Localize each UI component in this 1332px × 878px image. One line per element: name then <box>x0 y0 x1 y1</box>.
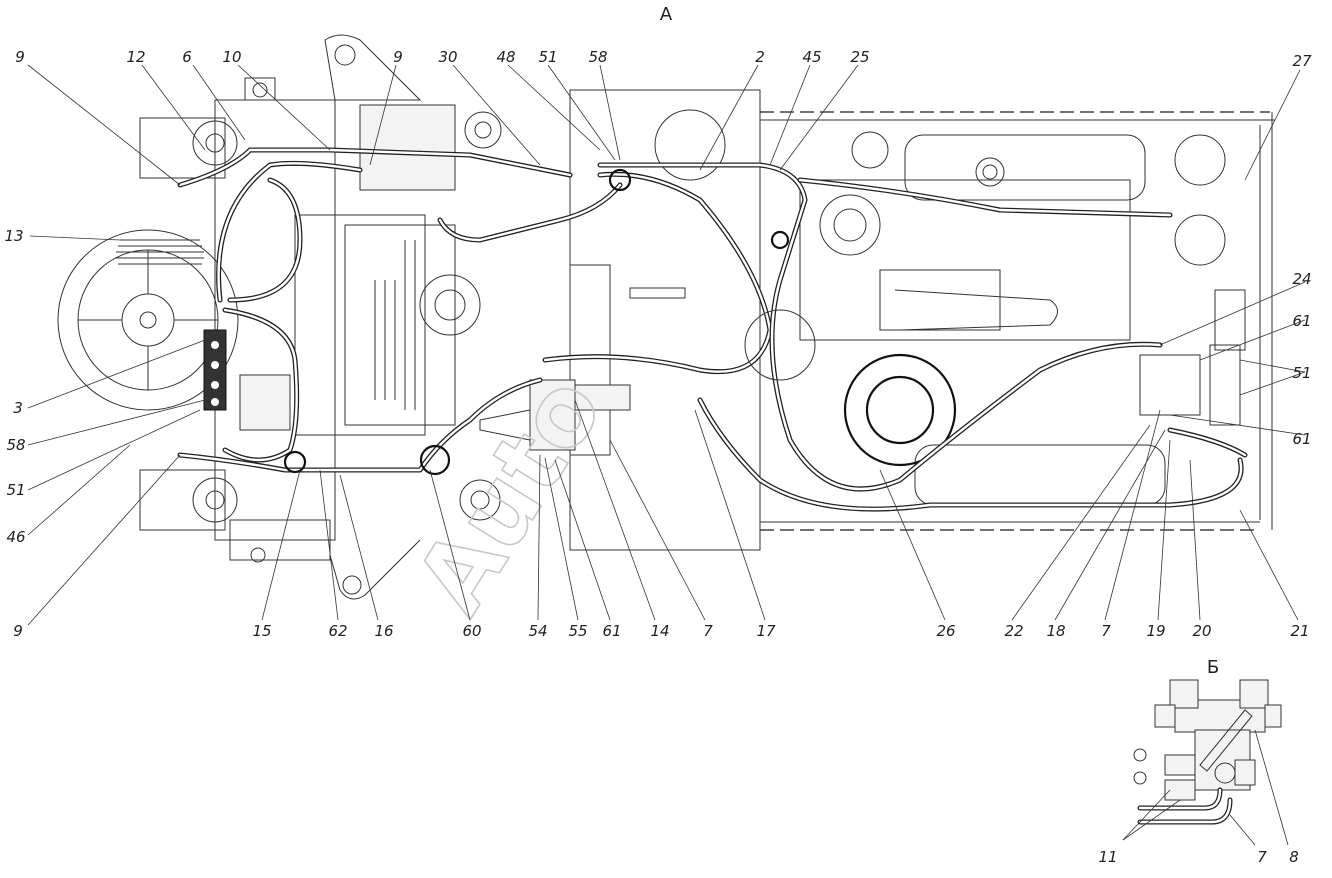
callouts-bottom: 15 62 16 60 54 55 61 14 7 17 26 22 18 7 … <box>252 622 1309 640</box>
callout-25: 25 <box>850 48 869 66</box>
callout-12: 12 <box>126 48 145 66</box>
callout-60: 60 <box>462 622 481 640</box>
callout-15: 15 <box>252 622 271 640</box>
callout-61-bottom: 61 <box>602 622 621 640</box>
callout-7-detail: 7 <box>1257 848 1267 866</box>
callout-24: 24 <box>1292 270 1311 288</box>
callout-9-top: 9 <box>393 48 403 66</box>
callout-13: 13 <box>4 227 23 245</box>
callout-51-top: 51 <box>538 48 557 66</box>
callout-54: 54 <box>528 622 547 640</box>
callout-46: 46 <box>6 528 25 546</box>
callout-16: 16 <box>374 622 393 640</box>
chassis-frame <box>57 34 1275 600</box>
callout-27: 27 <box>1292 52 1312 70</box>
callout-8: 8 <box>1289 848 1299 866</box>
callout-7-bottom-a: 7 <box>703 622 713 640</box>
callout-55: 55 <box>568 622 587 640</box>
callouts-detail: 11 7 8 <box>1098 848 1298 866</box>
view-label-detail: Б <box>1207 657 1219 678</box>
callout-20: 20 <box>1192 622 1211 640</box>
hydraulic-hoses <box>177 147 1248 512</box>
callout-48: 48 <box>496 48 515 66</box>
callout-7-bottom-b: 7 <box>1101 622 1111 640</box>
callout-6: 6 <box>182 48 192 66</box>
callout-58-left: 58 <box>6 436 25 454</box>
callout-51-left: 51 <box>6 481 25 499</box>
view-label-main: А <box>660 4 673 25</box>
callout-61-right-bottom: 61 <box>1292 430 1311 448</box>
leader-lines <box>27 64 1306 626</box>
callout-9-bottom-left: 9 <box>13 622 23 640</box>
callout-14: 14 <box>650 622 669 640</box>
callout-19: 19 <box>1146 622 1165 640</box>
callouts-left: 13 3 58 51 46 9 <box>4 227 25 640</box>
callout-58-top: 58 <box>588 48 607 66</box>
callout-21: 21 <box>1290 622 1309 640</box>
callout-3: 3 <box>13 399 23 417</box>
watermark: Auto <box>395 357 625 632</box>
callout-10: 10 <box>222 48 241 66</box>
callout-9-top-left: 9 <box>15 48 25 66</box>
callout-26: 26 <box>936 622 955 640</box>
callout-45: 45 <box>802 48 821 66</box>
detail-view-valve <box>1122 679 1289 846</box>
callout-2: 2 <box>755 48 765 66</box>
callout-62: 62 <box>328 622 347 640</box>
callouts-right: 24 61 51 61 <box>1292 270 1311 448</box>
callout-61-right-top: 61 <box>1292 312 1311 330</box>
callout-18: 18 <box>1046 622 1065 640</box>
callout-11: 11 <box>1098 848 1117 866</box>
callout-17: 17 <box>756 622 776 640</box>
callout-22: 22 <box>1004 622 1023 640</box>
callout-30: 30 <box>438 48 457 66</box>
callouts-top: 9 12 6 10 9 30 48 51 58 2 45 25 27 <box>15 48 1312 70</box>
callout-51-right: 51 <box>1292 364 1311 382</box>
